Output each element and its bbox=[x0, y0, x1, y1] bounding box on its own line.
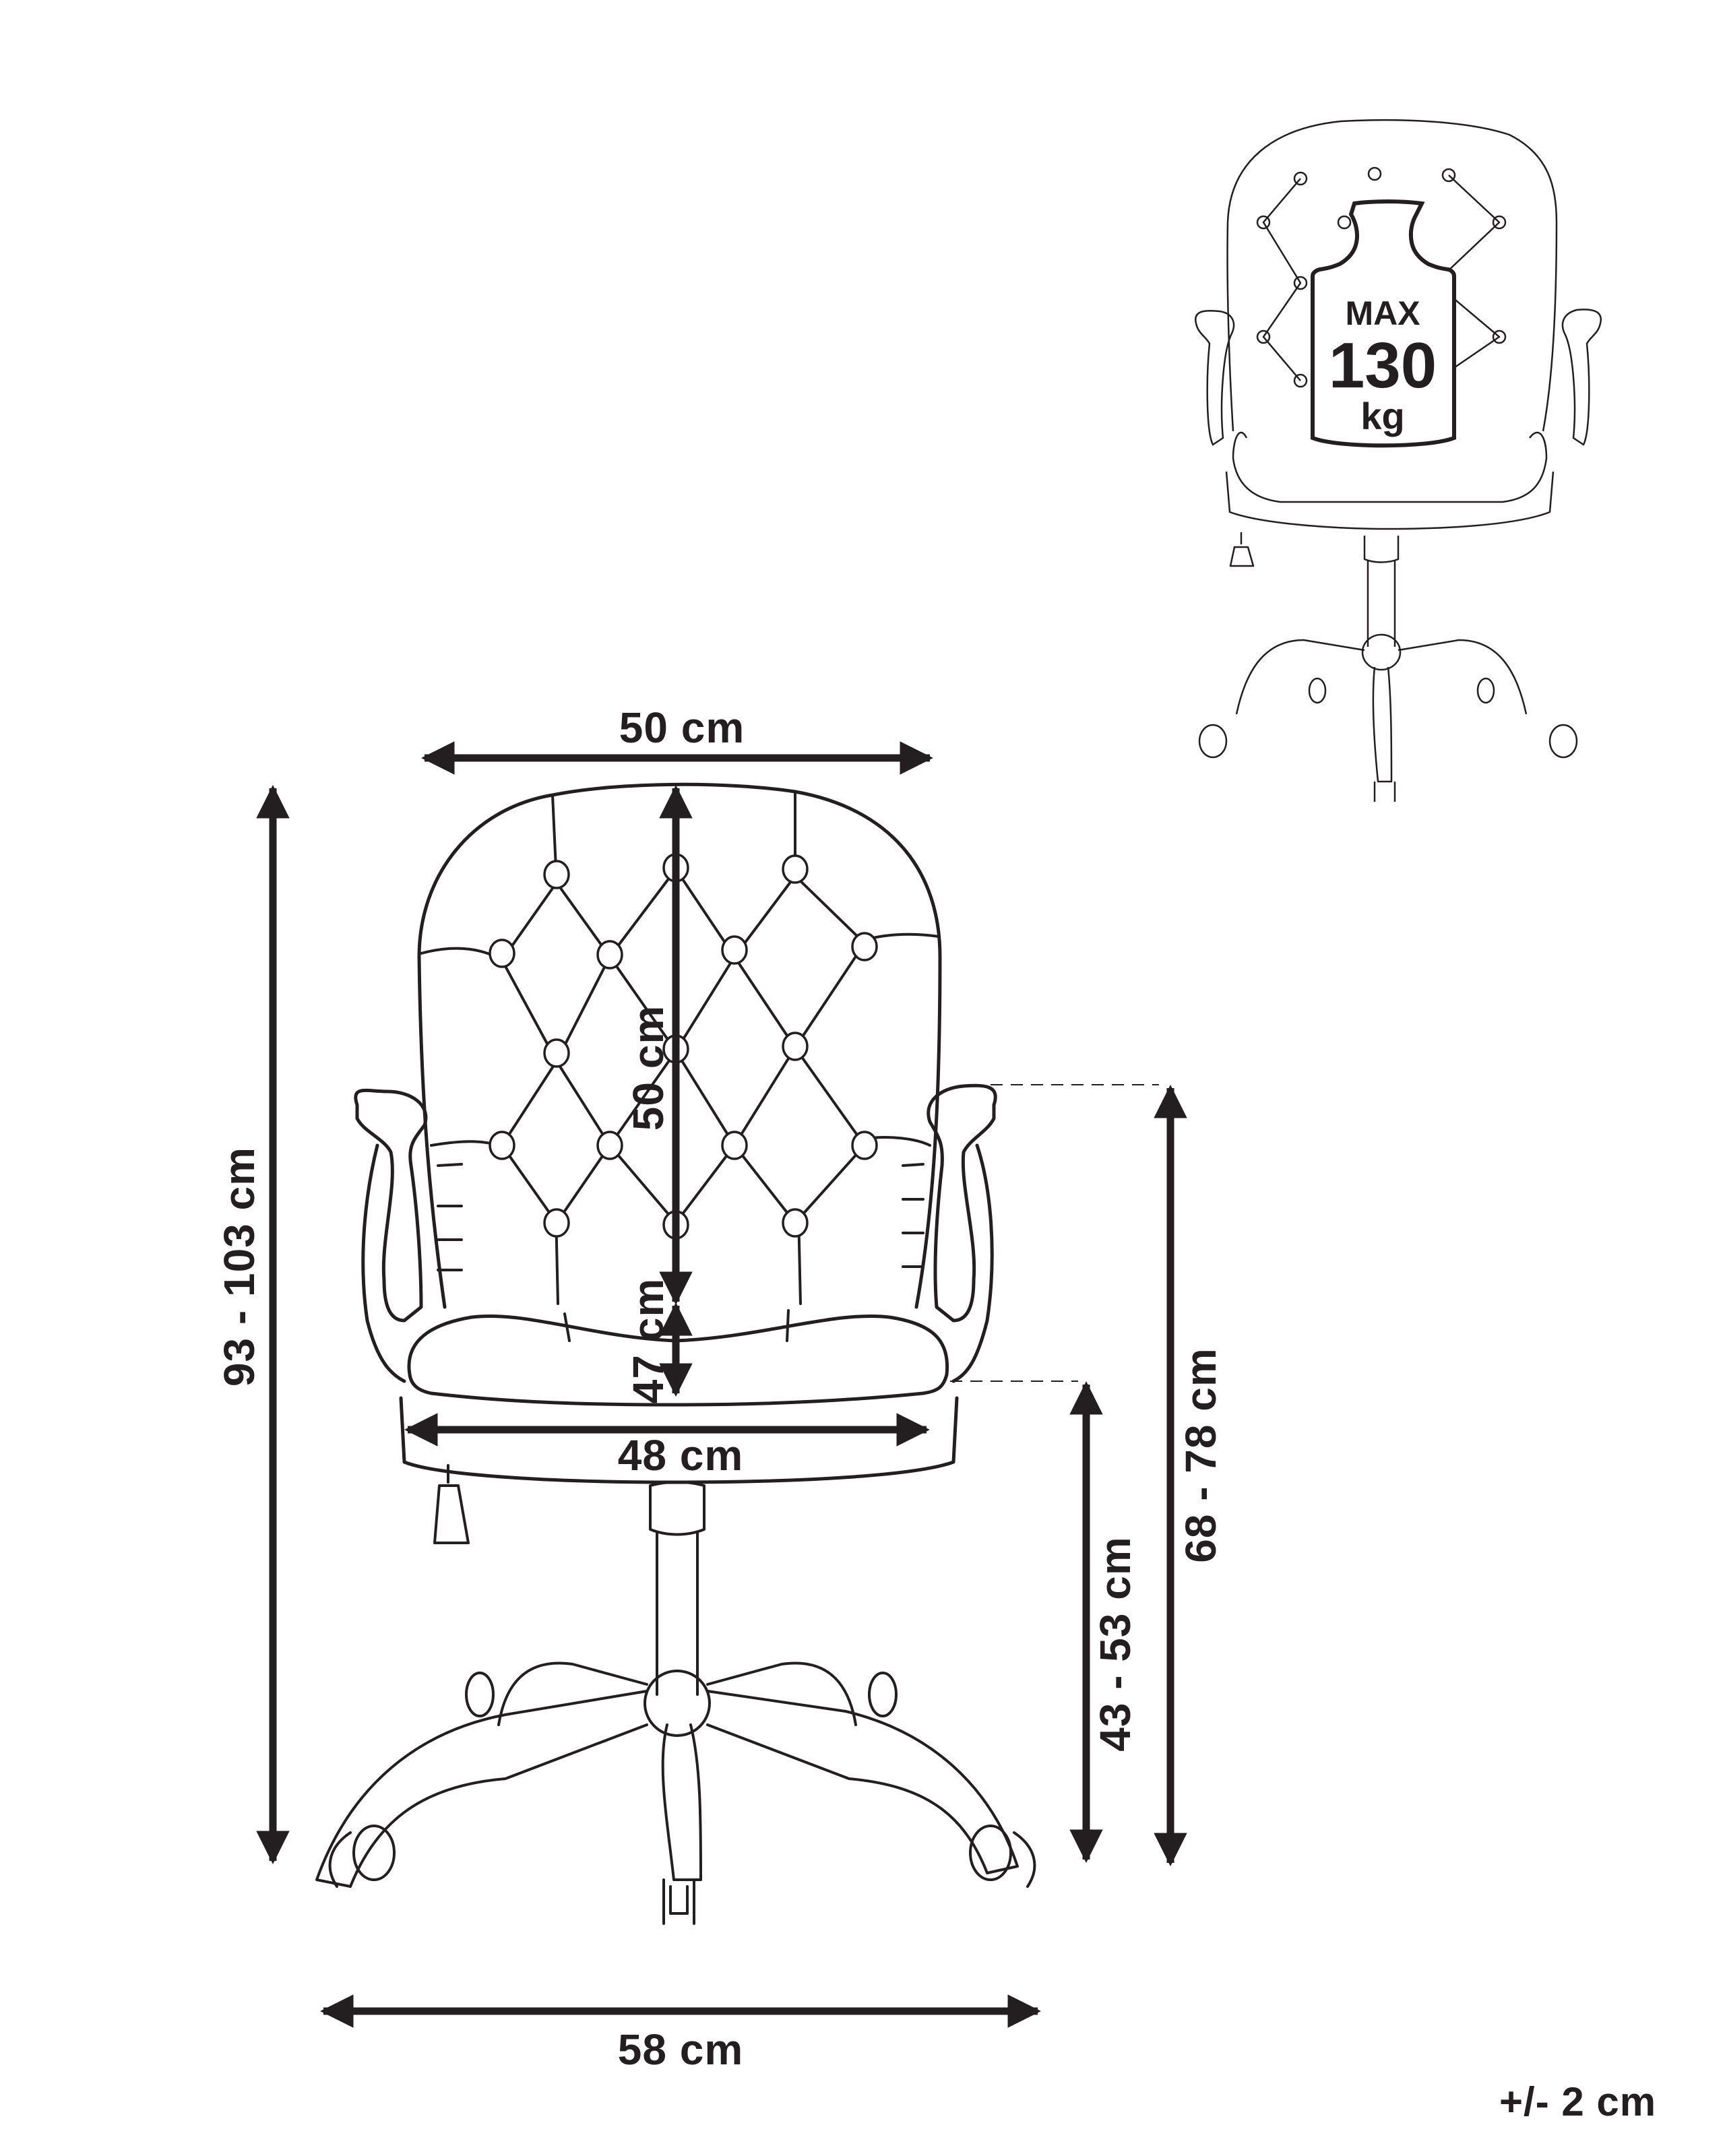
label-seat-width: 48 cm bbox=[617, 1431, 744, 1480]
height-lever bbox=[433, 1464, 470, 1544]
tufting-buttons bbox=[489, 853, 878, 1240]
seat-cushion bbox=[407, 1314, 949, 1407]
base-hub bbox=[644, 1670, 711, 1737]
label-total-height: 93 - 103 cm bbox=[215, 1146, 263, 1387]
label-backrest-width: 50 cm bbox=[619, 703, 745, 752]
label-backrest-height: 50 cm bbox=[624, 1005, 672, 1131]
dimension-arrows bbox=[256, 741, 1187, 2028]
weight-badge-value: 130 bbox=[1328, 329, 1437, 402]
weight-badge-max: MAX bbox=[1345, 294, 1420, 332]
dashed-guides bbox=[950, 1084, 1159, 1382]
label-seat-height: 43 - 53 cm bbox=[1091, 1536, 1139, 1752]
right-armrest bbox=[927, 1083, 997, 1323]
label-seat-depth: 47 cm bbox=[624, 1277, 672, 1404]
tolerance-note: +/- 2 cm bbox=[1499, 2079, 1657, 2124]
label-armrest-height: 68 - 78 cm bbox=[1177, 1348, 1225, 1563]
casters bbox=[328, 1672, 1036, 1925]
gas-lift bbox=[649, 1480, 705, 1696]
weight-icon bbox=[1311, 199, 1456, 448]
backrest-outline bbox=[417, 782, 942, 1309]
weight-badge-unit: kg bbox=[1360, 395, 1405, 437]
label-base-width: 58 cm bbox=[617, 2025, 744, 2074]
base-legs bbox=[315, 1661, 1019, 1888]
left-armrest bbox=[354, 1088, 428, 1323]
